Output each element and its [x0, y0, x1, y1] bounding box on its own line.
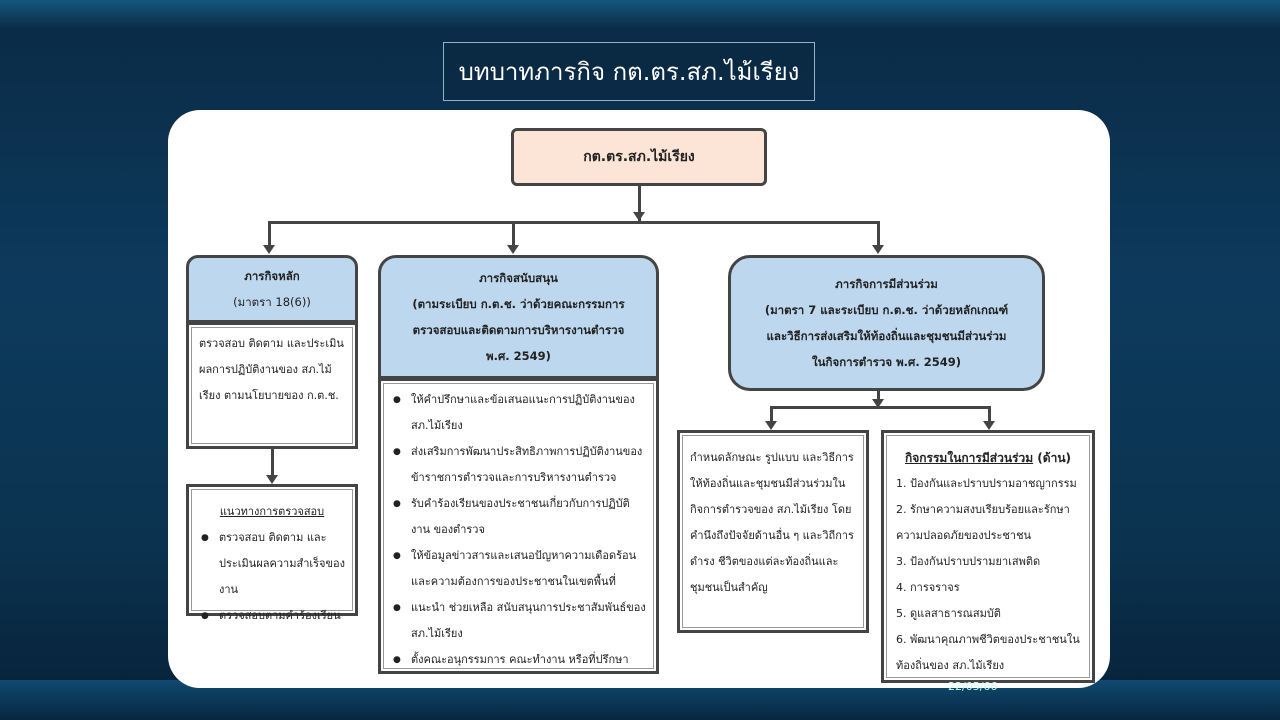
connector	[770, 406, 991, 409]
list-item: ให้ข้อมูลข่าวสารและเสนอปัญหาความเดือดร้อ…	[391, 543, 646, 595]
root-box: กต.ตร.สภ.ไม้เรียง	[511, 128, 767, 186]
main-mission-body: ตรวจสอบ ติดตาม และประเมินผลการปฏิบัติงาน…	[186, 322, 358, 449]
list-item: 4. การจราจร	[896, 581, 960, 594]
connector	[512, 221, 515, 247]
participation-line: และวิธีการส่งเสริมให้ท้องถิ่นและชุมชนมีส…	[766, 329, 1007, 343]
list-item: 3. ป้องกันปราบปรามยาเสพติด	[896, 555, 1041, 568]
connector	[877, 391, 880, 405]
participation-line: (มาตรา 7 และระเบียบ ก.ต.ช. ว่าด้วยหลักเก…	[764, 303, 1009, 317]
support-line: ตรวจสอบและติดตามการบริหารงานตำรวจ	[412, 323, 625, 337]
participation-activities-box: กิจกรรมในการมีส่วนร่วม (ด้าน) 1. ป้องกัน…	[881, 430, 1095, 683]
list-item: ตั้งคณะอนุกรรมการ คณะทำงาน หรือที่ปรึกษา	[391, 647, 646, 673]
connector	[268, 221, 880, 224]
participation-method-box: กำหนดลักษณะ รูปแบบ และวิธีการให้ท้องถิ่น…	[677, 430, 869, 633]
support-line: พ.ศ. 2549)	[486, 349, 551, 363]
support-mission-body: ให้คำปรึกษาและข้อเสนอแนะการปฏิบัติงานของ…	[378, 378, 659, 674]
list-item: 2. รักษาความสงบเรียบร้อยและรักษาความปลอด…	[896, 503, 1070, 542]
support-line: (ตามระเบียบ ก.ต.ช. ว่าด้วยคณะกรรมการ	[412, 297, 625, 311]
arrow-icon	[765, 421, 777, 430]
support-mission-header: ภารกิจสนับสนุน (ตามระเบียบ ก.ต.ช. ว่าด้ว…	[378, 255, 659, 379]
audit-guide-title: แนวทางการตรวจสอบ	[219, 505, 325, 518]
activities-heading: กิจกรรมในการมีส่วนร่วม (ด้าน)	[894, 445, 1082, 471]
participation-line: ในกิจการตำรวจ พ.ศ. 2549)	[812, 355, 961, 369]
list-item: รับคำร้องเรียนของประชาชนเกี่ยวกับการปฏิบ…	[391, 491, 646, 543]
connector	[268, 221, 271, 247]
connector	[271, 449, 274, 477]
activities-suffix: (ด้าน)	[1033, 451, 1072, 465]
list-item: ตรวจสอบ ติดตาม และประเมินผลความสำเร็จของ…	[199, 525, 345, 603]
connector	[988, 406, 991, 422]
list-item: ให้คำปรึกษาและข้อเสนอแนะการปฏิบัติงานของ…	[391, 387, 646, 439]
root-label: กต.ตร.สภ.ไม้เรียง	[583, 149, 695, 165]
list-item: 6. พัฒนาคุณภาพชีวิตของประชาชนในท้องถิ่นข…	[896, 633, 1080, 672]
connector	[638, 186, 641, 222]
audit-guide-box: แนวทางการตรวจสอบ ตรวจสอบ ติดตาม และประเม…	[186, 484, 358, 629]
support-title: ภารกิจสนับสนุน	[479, 271, 558, 285]
list-item: 5. ดูแลสาธารณสมบัติ	[896, 607, 1001, 620]
main-mission-title: ภารกิจหลัก	[244, 269, 300, 283]
main-mission-subtitle: (มาตรา 18(6))	[233, 295, 311, 309]
arrow-icon	[263, 245, 275, 254]
background-glow	[0, 0, 1280, 30]
participation-title: ภารกิจการมีส่วนร่วม	[835, 277, 938, 291]
list-item: แนะนำ ช่วยเหลือ สนับสนุนการประชาสัมพันธ์…	[391, 595, 646, 647]
slide-date: 22/05/66	[948, 680, 998, 693]
activities-title: กิจกรรมในการมีส่วนร่วม	[904, 451, 1034, 465]
arrow-icon	[983, 421, 995, 430]
arrow-icon	[507, 245, 519, 254]
list-item: ตรวจสอบตามคำร้องเรียน	[199, 603, 345, 629]
arrow-icon	[633, 212, 645, 221]
connector	[770, 406, 773, 422]
list-item: ส่งเสริมการพัฒนาประสิทธิภาพการปฏิบัติงาน…	[391, 439, 646, 491]
participation-method-text: กำหนดลักษณะ รูปแบบ และวิธีการให้ท้องถิ่น…	[690, 451, 854, 594]
main-mission-text: ตรวจสอบ ติดตาม และประเมินผลการปฏิบัติงาน…	[199, 337, 344, 402]
arrow-icon	[872, 399, 884, 408]
arrow-icon	[872, 245, 884, 254]
connector	[877, 221, 880, 247]
slide-title: บทบาทภารกิจ กต.ตร.สภ.ไม้เรียง	[443, 42, 815, 101]
main-mission-header: ภารกิจหลัก (มาตรา 18(6))	[186, 255, 358, 323]
participation-header: ภารกิจการมีส่วนร่วม (มาตรา 7 และระเบียบ …	[728, 255, 1045, 391]
arrow-icon	[266, 475, 278, 484]
list-item: 1. ป้องกันและปราบปรามอาชญากรรม	[896, 477, 1077, 490]
